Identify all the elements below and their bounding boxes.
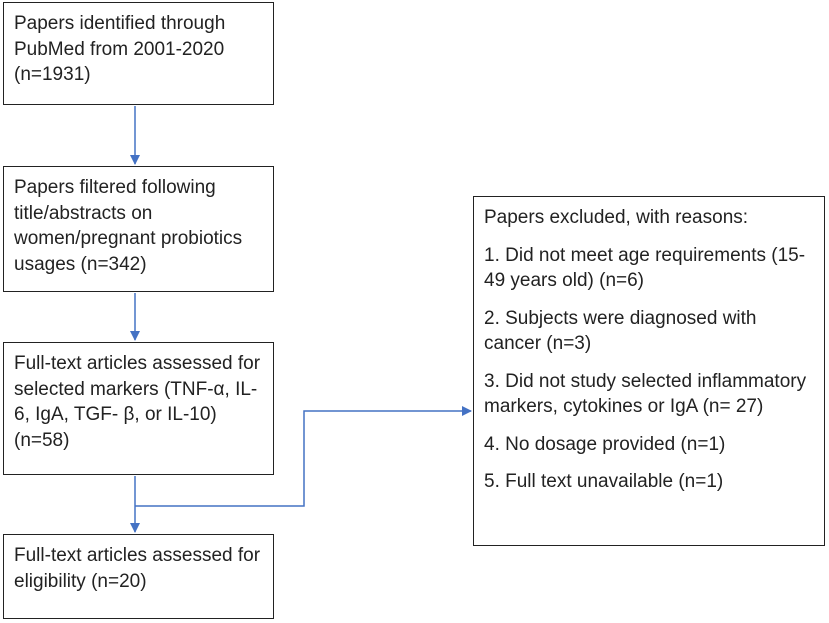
excluded-reason-5: 5. Full text unavailable (n=1) [484, 471, 724, 492]
filtered-text: Papers filtered following title/abstract… [14, 177, 243, 275]
excluded-reason-4: 4. No dosage provided (n=1) [484, 433, 726, 455]
filtered-box: Papers filtered following title/abstract… [3, 166, 274, 292]
assessed-eligibility-box: Full-text articles assessed for eligibil… [3, 534, 274, 619]
excluded-reason-2: 2. Subjects were diagnosed with cancer (… [484, 307, 757, 355]
identified-text: Papers identified through PubMed from 20… [14, 13, 226, 85]
excluded-heading: Papers excluded, with reasons: [484, 207, 749, 228]
assessed-markers-text: Full-text articles assessed for selected… [14, 353, 261, 451]
excluded-reason-1: 1. Did not meet age requirements (15-49 … [484, 244, 806, 292]
excluded-reason-3: 3. Did not study selected inflammatory m… [484, 370, 807, 418]
assessed-eligibility-text: Full-text articles assessed for eligibil… [14, 545, 261, 592]
identified-box: Papers identified through PubMed from 20… [3, 2, 274, 105]
assessed-markers-box: Full-text articles assessed for selected… [3, 342, 274, 475]
excluded-box: Papers excluded, with reasons: 1. Did no… [473, 196, 825, 546]
arrow-to-excluded [135, 406, 472, 507]
